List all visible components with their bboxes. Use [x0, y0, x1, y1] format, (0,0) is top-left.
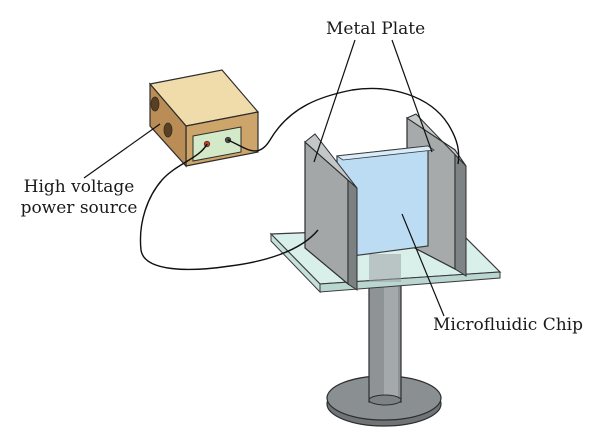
power-source-label-line2: power source: [20, 198, 138, 218]
wire-to-right-plate: [227, 87, 460, 165]
power-source-label-line1: High voltage: [23, 177, 135, 197]
metal-plate-left: [304, 133, 358, 291]
power-source-box: [148, 69, 260, 168]
leader-power-source: [83, 123, 161, 179]
microfluidic-chip-label: Microfluidic Chip: [433, 315, 583, 335]
leader-lines: [83, 39, 445, 317]
leader-metal-plate-left: [313, 39, 356, 163]
leader-microfluidic-chip: [401, 213, 445, 317]
metal-plate-label: Metal Plate: [326, 19, 426, 39]
pole-through-glass: [369, 254, 401, 282]
power-source-label: High voltage power source: [20, 177, 138, 219]
microfluidic-chip: [335, 145, 436, 259]
wires: [139, 87, 460, 271]
leader-metal-plate-right: [391, 39, 433, 153]
wire-to-left-plate: [139, 143, 319, 271]
